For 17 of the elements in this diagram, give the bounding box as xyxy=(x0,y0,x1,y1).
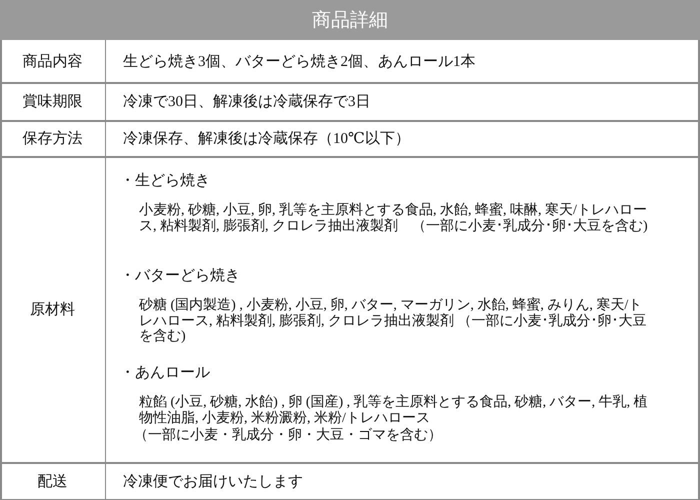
item-heading: ・あんロール xyxy=(120,364,210,382)
row-heading: 商品内容 xyxy=(22,52,84,70)
ingredient-list: 砂糖 (国内製造) , 小麦粉, 小豆, 卵, バター, マーガリン, 水飴, 蜂蜜, みりん, 寒天/トレハロース, 粘料製剤, 膨張剤, クロレラ抽出液製剤 （一部に小麦･乳成分･卵･大豆を含む) xyxy=(139,298,654,346)
table-cell-text: 生どら焼き3個、バターどら焼き2個、あんロール1本 xyxy=(123,52,476,70)
table-cell-text: 冷凍便でお届けいたします xyxy=(123,472,303,490)
row-heading: 保存方法 xyxy=(22,129,84,148)
row-heading: 賞味期限 xyxy=(22,92,84,111)
row-heading: 原材料 xyxy=(29,300,76,319)
table-cell-text: 冷凍で30日、解凍後は冷蔵保存で3日 xyxy=(123,92,370,111)
item-heading: ・バターどら焼き xyxy=(120,267,240,285)
table-cell-text: 冷凍保存、解凍後は冷蔵保存（10℃以下） xyxy=(123,130,410,148)
ingredient-list: 粒餡 (小豆, 砂糖, 水飴) , 卵 (国産) , 乳等を主原料とする食品, 砂糖, バター, 牛乳, 植物性油脂, 小麦粉, 米粉澱粉, 米粉/トレハロース xyxy=(139,395,654,426)
table-header: 商品詳細 xyxy=(0,0,700,40)
item-heading: ・生どら焼き xyxy=(120,172,210,190)
row-heading: 配送 xyxy=(36,472,68,490)
ingredient-list: （一部に小麦・乳成分・卵・大豆・ゴマを含む） xyxy=(134,428,649,444)
ingredient-list: 小麦粉, 砂糖, 小豆, 卵, 乳等を主原料とする食品, 水飴, 蜂蜜, 味醂, 寒天/トレハロース, 粘料製剤, 膨張剤, クロレラ抽出液製剤 （一部に小麦･乳成分･卵･大豆を含む) xyxy=(139,203,654,234)
